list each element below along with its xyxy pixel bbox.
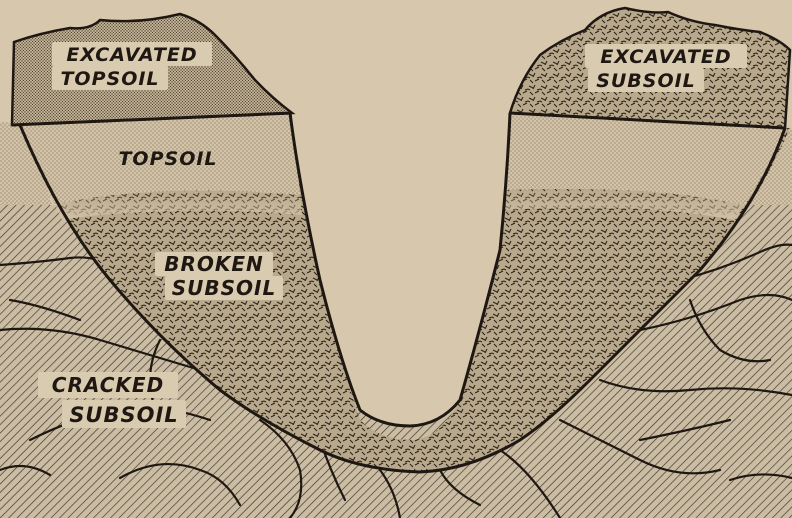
excavated-topsoil-line2: TOPSOIL xyxy=(60,68,159,90)
label-topsoil: TOPSOIL xyxy=(118,148,217,170)
broken-subsoil-line1: BROKEN xyxy=(164,252,264,276)
topsoil-label: TOPSOIL xyxy=(118,148,217,170)
label-broken-subsoil: BROKEN SUBSOIL xyxy=(155,252,283,300)
excavated-topsoil-line1: EXCAVATED xyxy=(66,44,197,66)
cracked-subsoil-line1: CRACKED xyxy=(52,373,164,397)
cracked-subsoil-line2: SUBSOIL xyxy=(69,403,178,427)
excavated-subsoil-line2: SUBSOIL xyxy=(596,70,696,92)
excavated-subsoil-line1: EXCAVATED xyxy=(600,46,731,68)
broken-subsoil-line2: SUBSOIL xyxy=(172,276,276,300)
